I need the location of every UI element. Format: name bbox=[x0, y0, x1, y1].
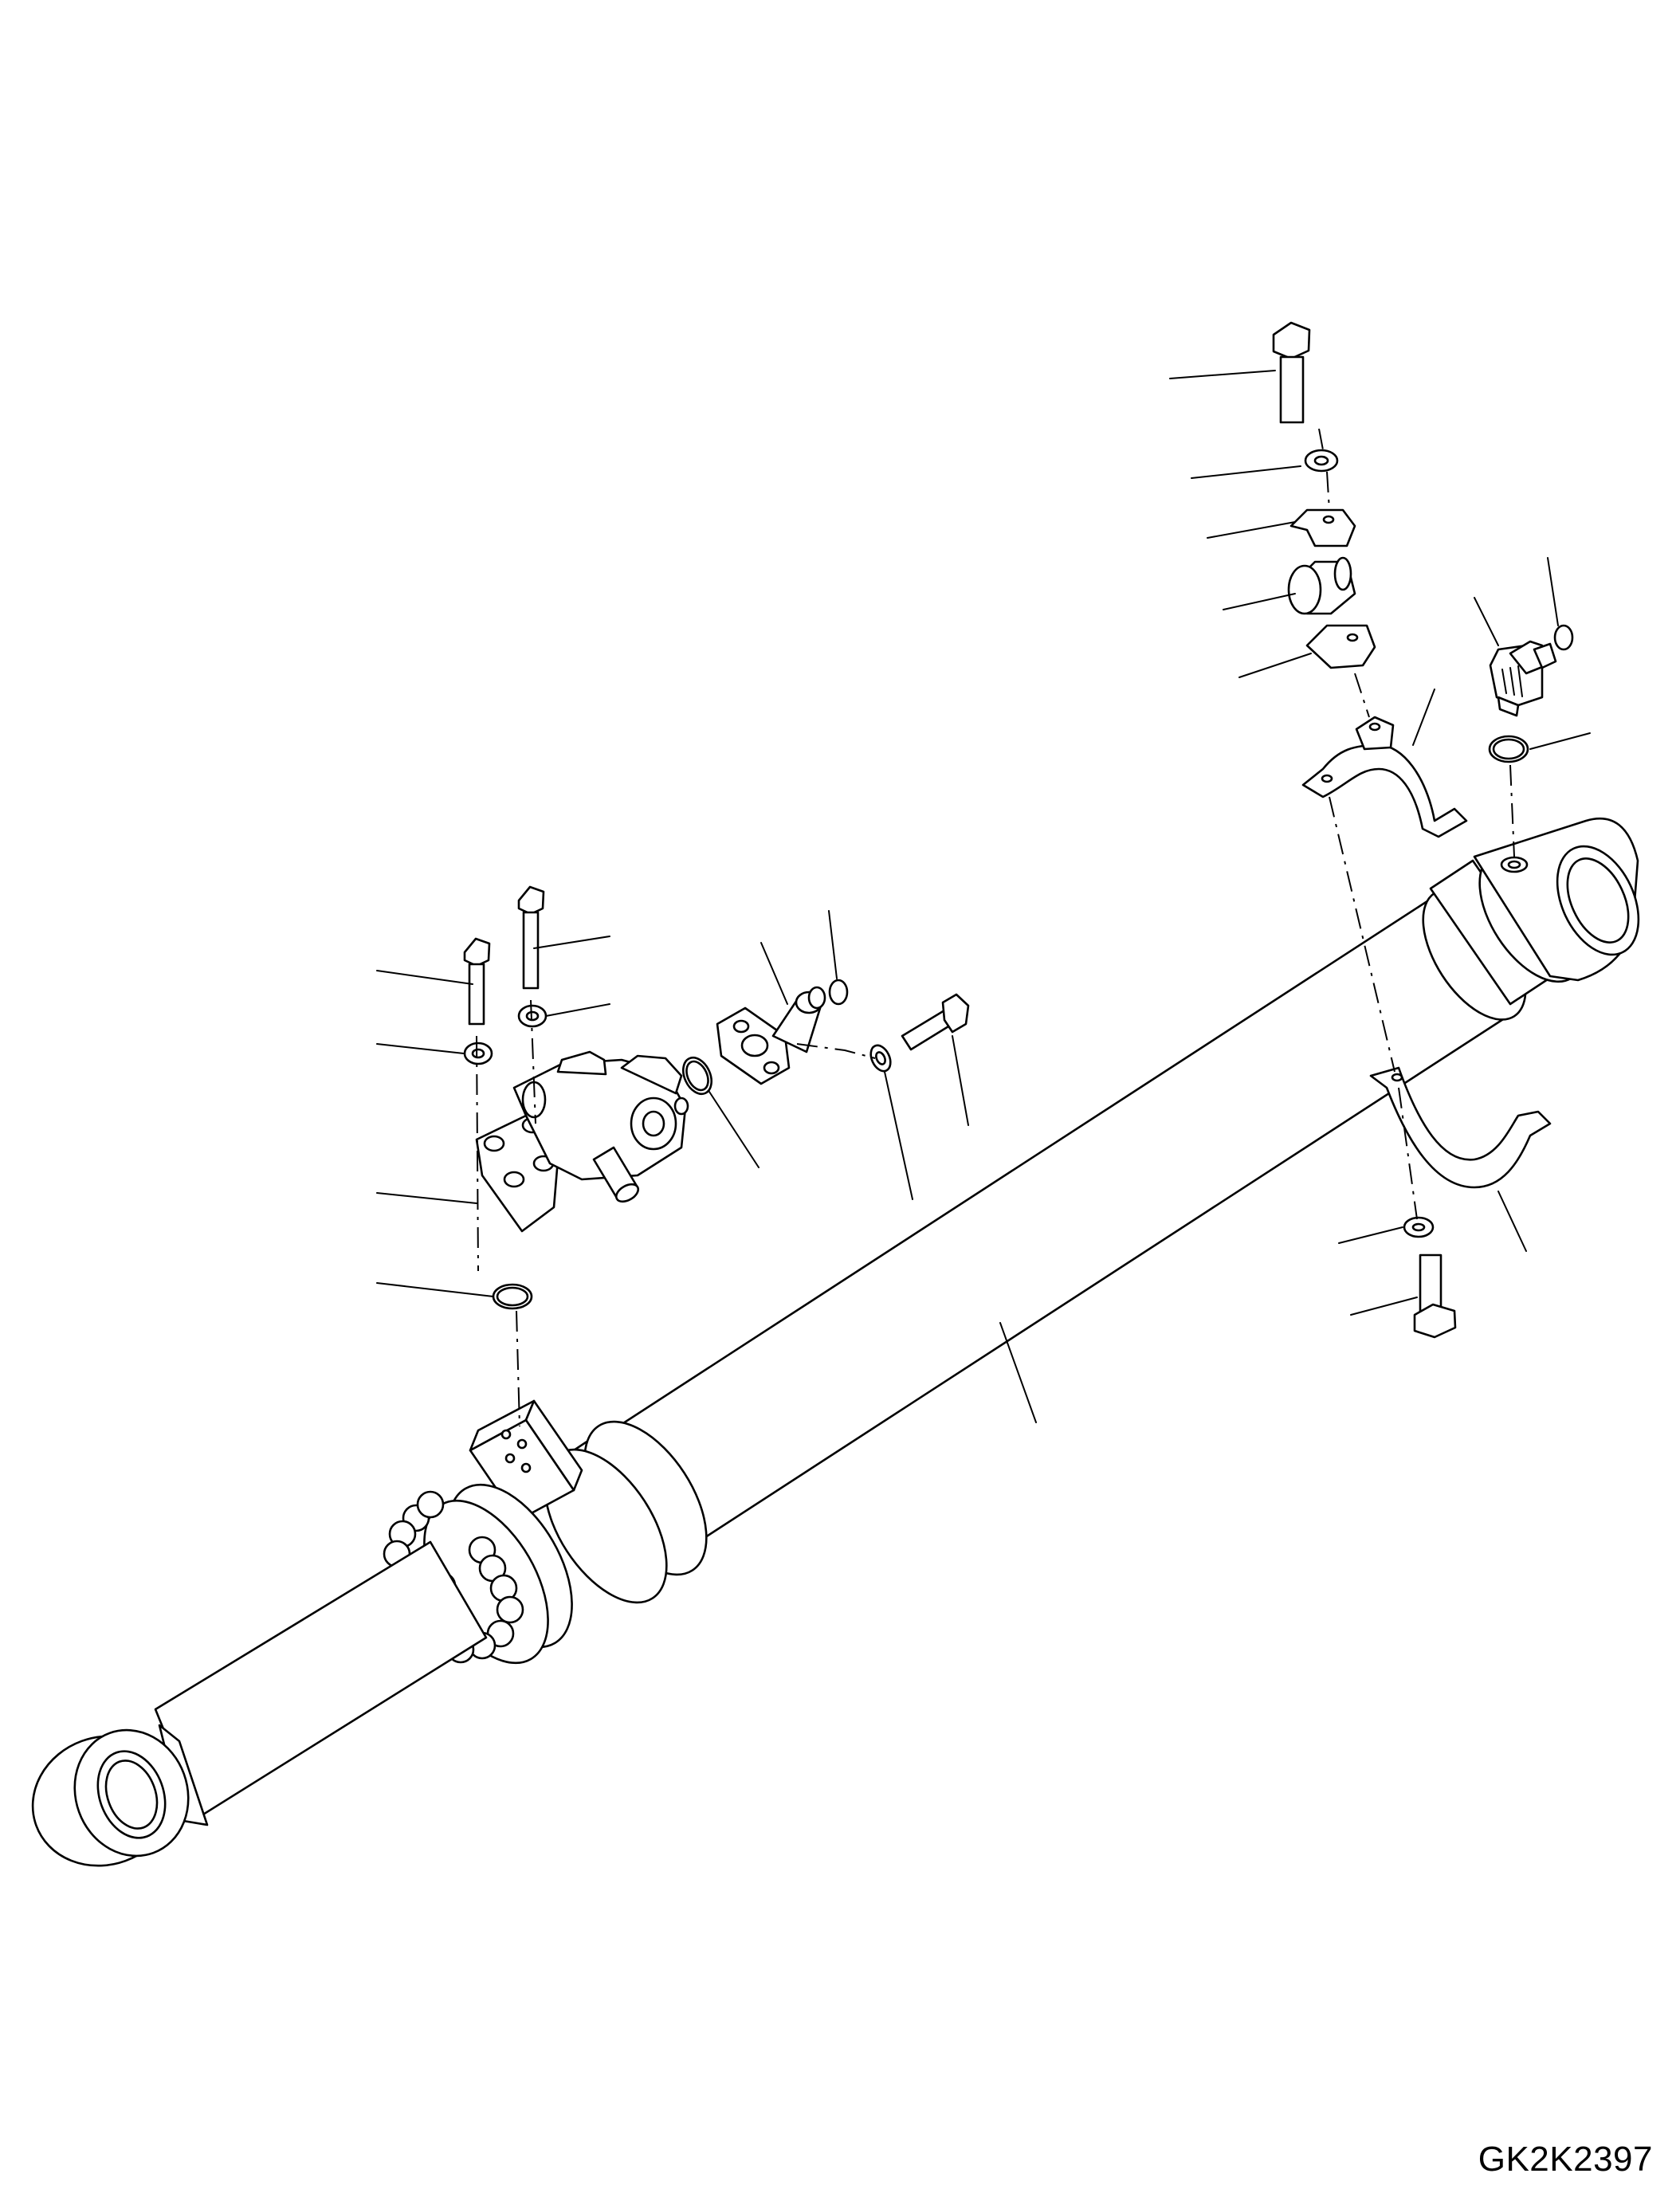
clamp-lower-washer bbox=[1403, 1216, 1435, 1238]
elbow-oring-small bbox=[1553, 624, 1574, 651]
clamp-plate-lower bbox=[1305, 624, 1376, 669]
valve-bolt-washer bbox=[463, 1042, 493, 1065]
valve-mounting-bolt bbox=[463, 937, 491, 1026]
clamp-assembly bbox=[1272, 321, 1552, 1339]
clamp-grommet bbox=[1287, 556, 1356, 615]
valve-mounting-bolt bbox=[517, 885, 545, 990]
drawing-code: GK2K2397 bbox=[1478, 2140, 1653, 2179]
cylinder-tube bbox=[592, 889, 1527, 1559]
clamp-washer bbox=[1304, 449, 1339, 473]
head-end-eye bbox=[1473, 817, 1640, 982]
clamp-band-lower bbox=[1369, 1066, 1552, 1189]
cylinder-assembly bbox=[31, 817, 1640, 1867]
cylinder-gland bbox=[544, 1420, 708, 1604]
flange-fitting bbox=[716, 986, 826, 1085]
flange-bolt-centerline bbox=[796, 1043, 876, 1059]
rod-end-eye bbox=[31, 1724, 209, 1867]
valve-bolt-washer bbox=[517, 1004, 548, 1028]
flange-oring bbox=[682, 1056, 712, 1096]
elbow-fitting-assembly bbox=[1488, 624, 1574, 763]
fitting-oring bbox=[828, 979, 849, 1006]
elbow-oring-large bbox=[1488, 735, 1529, 763]
elbow-fitting bbox=[1489, 640, 1557, 717]
clamp-bolt bbox=[1272, 321, 1311, 424]
safety-valve-body bbox=[475, 1050, 689, 1233]
piston-rod bbox=[154, 1540, 488, 1818]
flange-bolt bbox=[901, 993, 970, 1051]
valve-assembly bbox=[463, 885, 970, 1310]
leader-lines bbox=[376, 370, 1591, 1423]
clamp-plate-upper bbox=[1289, 508, 1356, 547]
assembly-centerlines bbox=[476, 428, 1515, 1427]
gland-port-block bbox=[469, 1399, 583, 1522]
clamp-lower-bolt bbox=[1413, 1253, 1457, 1339]
clamp-band-upper bbox=[1301, 716, 1468, 838]
valve-oring bbox=[492, 1283, 533, 1310]
flange-bolt-washer bbox=[869, 1044, 892, 1073]
